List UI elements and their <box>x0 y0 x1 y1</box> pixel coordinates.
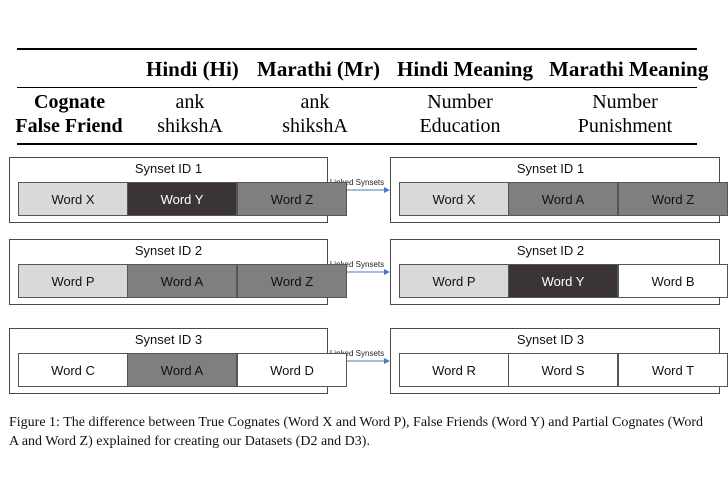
synset-title: Synset ID 2 <box>134 243 203 258</box>
left-synset-1: Synset ID 1 Word X Word Y Word Z <box>9 157 347 223</box>
link-label-1: Linked Synsets <box>329 178 385 187</box>
word-box: Word S <box>508 353 618 387</box>
table-top-rule <box>17 48 697 50</box>
header-marathi-meaning: Marathi Meaning <box>549 57 709 81</box>
word-box: Word X <box>399 182 509 216</box>
cell-mr-row2: shikshA <box>282 115 348 137</box>
word-box: Word A <box>508 182 618 216</box>
cell-mr-meaning-row2: Punishment <box>577 115 673 137</box>
word-box: Word C <box>18 353 128 387</box>
word-box: Word D <box>237 353 347 387</box>
header-marathi: Marathi (Mr) <box>257 57 381 81</box>
word-box: Word Y <box>127 182 237 216</box>
left-synset-2: Synset ID 2 Word P Word A Word Z <box>9 239 347 305</box>
link-label-2: Linked Synsets <box>329 260 385 269</box>
word-box: Word Z <box>618 182 728 216</box>
synset-title: Synset ID 3 <box>516 332 585 347</box>
word-box: Word T <box>618 353 728 387</box>
cell-mr-row1: ank <box>300 91 330 113</box>
cell-hi-row1: ank <box>175 91 205 113</box>
row-label-false-friend: False Friend <box>15 115 123 137</box>
word-box: Word Y <box>508 264 618 298</box>
cell-hi-row2: shikshA <box>157 115 223 137</box>
cell-hi-meaning-row2: Education <box>419 115 501 137</box>
word-box: Word A <box>127 353 237 387</box>
word-box: Word B <box>618 264 728 298</box>
caption-line-1: Figure 1: The difference between True Co… <box>9 415 704 430</box>
word-box: Word R <box>399 353 509 387</box>
header-hindi-meaning: Hindi Meaning <box>397 57 533 81</box>
word-box: Word Z <box>237 264 347 298</box>
word-box: Word X <box>18 182 128 216</box>
cell-mr-meaning-row1: Number <box>592 91 658 113</box>
cell-hi-meaning-row1: Number <box>427 91 493 113</box>
word-box: Word P <box>399 264 509 298</box>
synset-title: Synset ID 1 <box>516 161 585 176</box>
table-header-rule <box>17 87 697 88</box>
caption-line-2: A and Word Z) explained for creating our… <box>9 434 370 449</box>
right-synset-2: Synset ID 2 Word P Word Y Word B <box>390 239 728 305</box>
table-bottom-rule <box>17 143 697 145</box>
left-synset-3: Synset ID 3 Word C Word A Word D <box>9 328 347 394</box>
right-synset-1: Synset ID 1 Word X Word A Word Z <box>390 157 728 223</box>
figure-caption: Figure 1: The difference between True Co… <box>9 413 709 451</box>
header-hindi: Hindi (Hi) <box>146 57 239 81</box>
link-label-3: Linked Synsets <box>329 349 385 358</box>
row-label-cognate: Cognate <box>34 91 106 113</box>
figure-page: Hindi (Hi) Marathi (Mr) Hindi Meaning Ma… <box>9 48 728 449</box>
right-synset-3: Synset ID 3 Word R Word S Word T <box>390 328 728 394</box>
synset-title: Synset ID 2 <box>516 243 585 258</box>
synset-title: Synset ID 3 <box>134 332 203 347</box>
word-box: Word P <box>18 264 128 298</box>
word-box: Word Z <box>237 182 347 216</box>
word-box: Word A <box>127 264 237 298</box>
synset-title: Synset ID 1 <box>134 161 203 176</box>
